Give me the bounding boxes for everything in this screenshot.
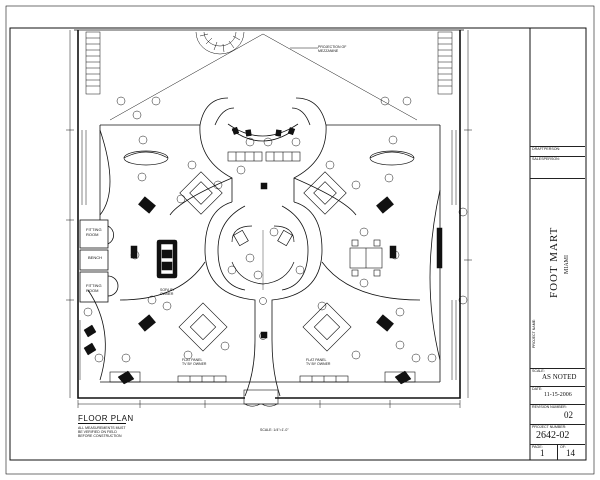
bottom-benches: [109, 371, 416, 383]
flat-panel-right-line-1: FLAT PANEL: [306, 358, 327, 362]
central-arch: [119, 97, 421, 397]
building-walls: [74, 29, 464, 399]
stair-right: [437, 31, 453, 95]
oval-displays: [123, 150, 415, 166]
fitting-room-2-line-2: ROOM: [86, 287, 99, 293]
sofa-label-line-1: SOFA BY: [160, 288, 175, 292]
plan-note-line-3: BEFORE CONSTRUCTION: [78, 434, 122, 438]
dimension-line: [77, 400, 461, 408]
fitting-room-label-2: FITTING ROOM: [86, 283, 102, 293]
date-cell: DATE: 11-15-2006: [530, 386, 585, 405]
scale-value: AS NOTED: [542, 373, 577, 381]
project-number-cell: PROJECT NUMBER: 2642-02: [530, 424, 585, 445]
sofa-label-line-2: OWNER: [160, 292, 174, 296]
project-number-value: 2642-02: [536, 430, 570, 441]
revision-caption: REVISION NUMBER:: [532, 405, 567, 409]
mezzanine-projection: [109, 33, 418, 121]
scale-cell: SCALE: AS NOTED: [530, 368, 585, 387]
scale-caption: SCALE:: [532, 369, 545, 373]
project-name-caption: PROJECT NAME:: [532, 318, 536, 348]
salesperson-cell: SALESPERSON:: [530, 156, 585, 179]
seating-clusters: [178, 171, 352, 352]
plan-title: FLOOR PLAN: [78, 414, 134, 423]
mezzanine-note-line-1: PROJECTION OF: [318, 45, 347, 49]
project-name-cell: PROJECT NAME: FOOT MART MIAMI: [530, 178, 585, 369]
salesperson-caption: SALESPERSON:: [532, 157, 560, 161]
of-caption: OF:: [560, 445, 566, 449]
fitting-room-1-line-2: ROOM: [86, 231, 99, 237]
plan-scale: SCALE: 1/4"=1'-0": [260, 428, 289, 432]
plan-title-underline: [78, 423, 126, 424]
fitting-rooms: [79, 219, 119, 303]
bench-label: BENCH: [88, 255, 103, 260]
plan-note-line-1: ALL MEASUREMENTS MUST: [78, 426, 126, 430]
sofa-label: SOFA BY OWNER: [160, 288, 175, 296]
plan-note-line-2: BE VERIFIED ON FIELD: [78, 430, 117, 434]
store-perimeter: [87, 124, 441, 383]
of-value: 14: [566, 448, 575, 458]
flat-panel-right-line-2: TV BY OWNER: [306, 362, 331, 366]
outer-border: [5, 5, 595, 475]
fitting-room-1-line-1: FITTING: [86, 227, 102, 232]
section-markers: [83, 96, 468, 363]
page-value: 1: [540, 448, 545, 458]
flat-panel-left-label: FLAT PANEL TV BY OWNER: [182, 358, 206, 366]
title-block-header: [530, 28, 585, 147]
page-cell: PAGE: 1 OF: 14: [530, 444, 585, 460]
right-table-group: [349, 239, 383, 277]
page-divider: [557, 444, 558, 460]
project-name: FOOT MART: [548, 226, 560, 298]
page-caption: PAGE:: [532, 445, 543, 449]
date-caption: DATE:: [532, 387, 543, 391]
project-number-caption: PROJECT NUMBER:: [532, 425, 567, 429]
filled-fixtures: [83, 126, 443, 385]
draftperson-caption: DRAFTPERSON:: [532, 147, 561, 151]
spiral-stair: [195, 31, 245, 55]
side-dimension: [66, 30, 472, 398]
title-block: DRAFTPERSON: SALESPERSON: PROJECT NAME: …: [530, 28, 585, 460]
mezzanine-note: PROJECTION OF MEZZANINE: [318, 45, 346, 53]
draftperson-cell: DRAFTPERSON:: [530, 146, 585, 157]
inner-border: [9, 27, 587, 461]
mezzanine-note-line-2: MEZZANINE: [318, 49, 339, 53]
plan-note: ALL MEASUREMENTS MUST BE VERIFIED ON FIE…: [78, 426, 126, 438]
flat-panel-right-label: FLAT PANEL TV BY OWNER: [306, 358, 330, 366]
fitting-room-2-line-1: FITTING: [86, 283, 102, 288]
flat-panel-left-line-1: FLAT PANEL: [182, 358, 203, 362]
project-city: MIAMI: [564, 255, 570, 274]
front-benches: [227, 151, 301, 162]
center-fixture: [231, 225, 295, 290]
revision-cell: REVISION NUMBER: 02: [530, 404, 585, 425]
wall-shelving: [79, 130, 457, 380]
date-value: 11-15-2006: [544, 392, 572, 398]
stair-left: [85, 31, 101, 95]
flat-panel-left-line-2: TV BY OWNER: [182, 362, 207, 366]
revision-value: 02: [564, 410, 573, 420]
fitting-room-label-1: FITTING ROOM: [86, 227, 102, 237]
